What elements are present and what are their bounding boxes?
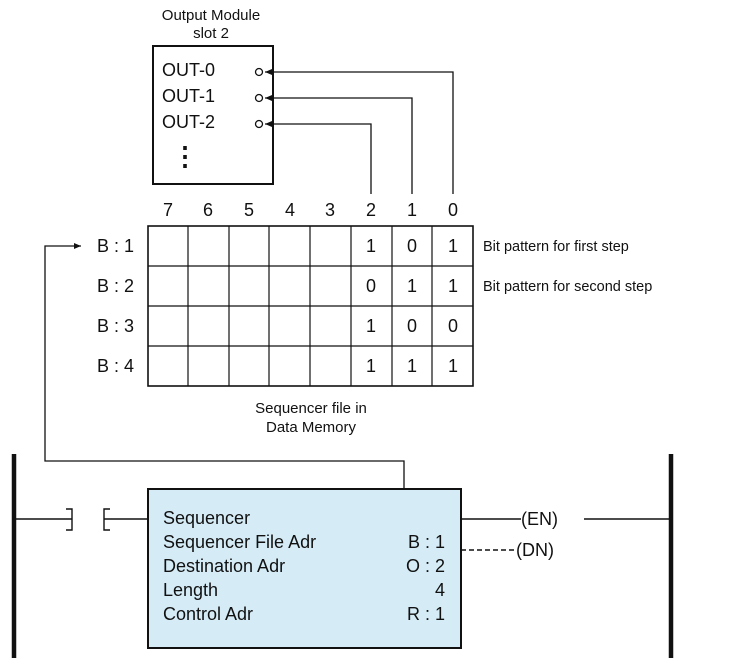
output-terminal-1	[254, 93, 264, 103]
bit-cell: 1	[407, 356, 417, 376]
instruction-title: Sequencer	[163, 508, 250, 528]
output-module-title-line1: Output Module	[162, 7, 260, 24]
field-value-sequencer-file-adr: B : 1	[408, 532, 445, 552]
bit-cell: 1	[366, 316, 376, 336]
bit-cell: 1	[366, 236, 376, 256]
bit-cell: 1	[366, 356, 376, 376]
output-label-1: OUT-1	[162, 86, 215, 106]
bit-cell: 1	[407, 276, 417, 296]
row-label-b3: B : 3	[97, 316, 134, 336]
output-module-title-line2: slot 2	[193, 25, 229, 42]
output-label-0: OUT-0	[162, 60, 215, 80]
coil-dn: (DN)	[516, 540, 554, 560]
bit-cell: 0	[407, 316, 417, 336]
bit-header-1: 1	[407, 200, 417, 220]
bit-header-5: 5	[244, 200, 254, 220]
row-note-first-step: Bit pattern for first step	[483, 239, 629, 255]
file-caption-line1: Sequencer file in	[255, 400, 367, 417]
field-value-control-adr: R : 1	[407, 604, 445, 624]
row-label-b2: B : 2	[97, 276, 134, 296]
bit-header-6: 6	[203, 200, 213, 220]
bit-cell: 1	[448, 356, 458, 376]
output-label-2: OUT-2	[162, 112, 215, 132]
bit-header-4: 4	[285, 200, 295, 220]
bit-cell: 0	[366, 276, 376, 296]
ladder-rung	[16, 508, 669, 551]
field-label-destination-adr: Destination Adr	[163, 556, 285, 576]
bit1-to-out1-connector	[265, 95, 413, 194]
bit-header-7: 7	[163, 200, 173, 220]
field-label-control-adr: Control Adr	[163, 604, 253, 624]
field-value-destination-adr: O : 2	[406, 556, 445, 576]
file-address-pointer	[44, 243, 405, 516]
bit0-to-out0-connector	[265, 69, 454, 194]
bit-column-headers: 7 6 5 4 3 2 1 0	[163, 200, 458, 220]
bit-cell: 0	[407, 236, 417, 256]
coil-en: (EN)	[521, 509, 558, 529]
output-continuation: ⋮	[172, 141, 198, 171]
bit-header-2: 2	[366, 200, 376, 220]
output-terminal-2	[254, 119, 264, 129]
bit-cell: 1	[448, 236, 458, 256]
bit2-to-out2-connector	[265, 121, 372, 194]
field-label-length: Length	[163, 580, 218, 600]
row-label-b4: B : 4	[97, 356, 134, 376]
bit-header-0: 0	[448, 200, 458, 220]
field-label-sequencer-file-adr: Sequencer File Adr	[163, 532, 316, 552]
bit-cell: 0	[448, 316, 458, 336]
bit-cell: 1	[448, 276, 458, 296]
output-module-box	[152, 45, 274, 185]
row-label-b1: B : 1	[97, 236, 134, 256]
field-value-length: 4	[435, 580, 445, 600]
row-note-second-step: Bit pattern for second step	[483, 279, 652, 295]
output-terminal-0	[254, 67, 264, 77]
bit-header-3: 3	[325, 200, 335, 220]
file-caption-line2: Data Memory	[266, 419, 357, 436]
sequencer-instruction-box	[147, 488, 462, 649]
sequencer-file-grid	[147, 225, 474, 387]
